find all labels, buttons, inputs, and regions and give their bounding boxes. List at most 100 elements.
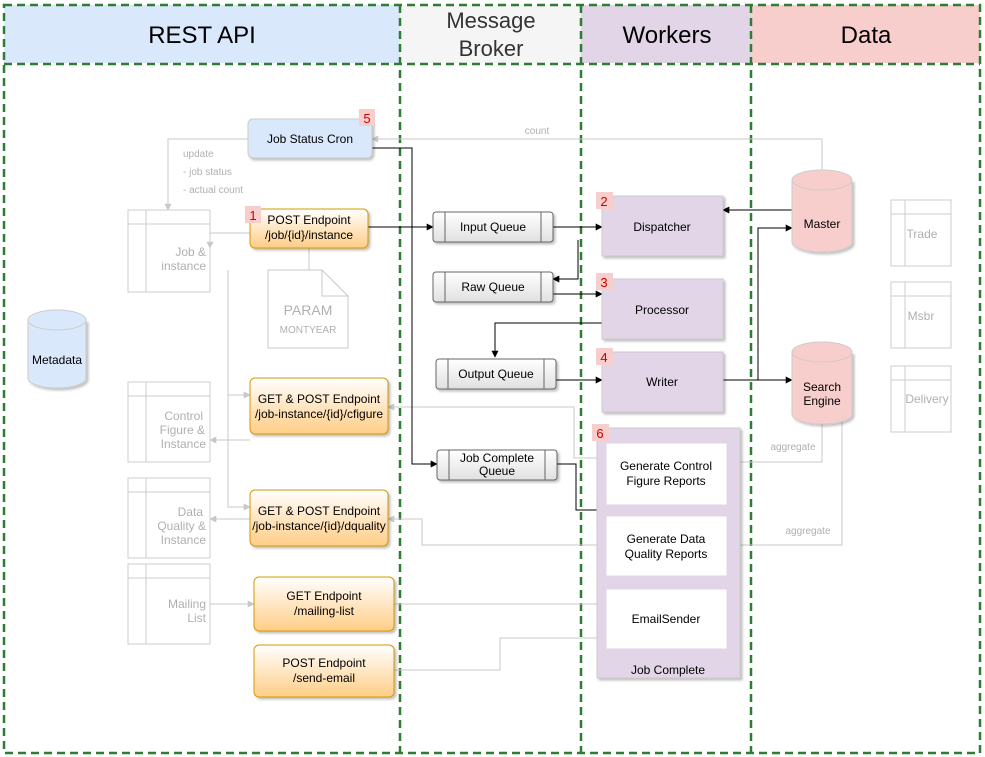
- email-line2: /send-email: [293, 671, 355, 685]
- post-email-endpoint[interactable]: POST Endpoint /send-email: [253, 644, 395, 698]
- mailing-line1: GET Endpoint: [286, 589, 362, 603]
- lane-borders: [2, 3, 982, 755]
- delivery-table: [890, 365, 952, 433]
- lane-header-data: [751, 5, 980, 63]
- param-subtitle: MONTYEAR: [280, 325, 337, 336]
- search-engine-line2: Engine: [803, 394, 841, 408]
- lane-title-data: Data: [841, 22, 892, 49]
- delivery-table-label: Delivery: [905, 392, 948, 406]
- job-status-cron[interactable]: Job Status Cron: [247, 118, 373, 159]
- lane-title-rest: REST API: [148, 22, 256, 49]
- job-complete-queue-line1: Job Complete: [460, 451, 534, 465]
- writer-worker[interactable]: Writer: [601, 351, 724, 413]
- update-note-line1: update: [183, 149, 214, 160]
- control-reports-line1: Generate Control: [620, 459, 712, 473]
- lane-header-broker: [400, 5, 581, 63]
- lane-header-workers: [581, 5, 751, 63]
- job-instance-table-line1: Job &: [175, 245, 206, 259]
- step-badge-5: 5: [359, 109, 375, 126]
- cfigure-line1: GET & POST Endpoint: [258, 392, 381, 406]
- control-figure-table-line2: Figure &: [160, 423, 205, 437]
- post-instance-line1: POST Endpoint: [267, 213, 351, 227]
- lane-title-broker-line1: Message: [446, 8, 535, 33]
- step-badge-1: 1: [245, 206, 261, 223]
- svg-text:6: 6: [596, 426, 603, 441]
- job-status-cron-label: Job Status Cron: [267, 132, 353, 146]
- raw-queue[interactable]: Raw Queue: [432, 271, 554, 303]
- output-queue[interactable]: Output Queue: [435, 358, 557, 390]
- flow-connectors: [368, 147, 793, 514]
- trade-table-label: Trade: [907, 227, 938, 241]
- search-engine-db[interactable]: Search Engine: [791, 341, 853, 425]
- msbr-table-label: Msbr: [908, 309, 935, 323]
- processor-worker[interactable]: Processor: [601, 278, 724, 340]
- data-quality-table-line2: Quality &: [157, 519, 206, 533]
- processor-label: Processor: [635, 303, 689, 317]
- edge-label-aggregate-1: aggregate: [770, 442, 815, 453]
- lane-title-workers: Workers: [623, 22, 712, 49]
- job-instance-table: [127, 209, 211, 293]
- master-db[interactable]: Master: [791, 169, 853, 253]
- dispatcher-label: Dispatcher: [633, 220, 690, 234]
- svg-text:4: 4: [600, 350, 607, 365]
- get-mailing-endpoint[interactable]: GET Endpoint /mailing-list: [253, 576, 395, 632]
- input-queue-label: Input Queue: [460, 220, 526, 234]
- output-queue-label: Output Queue: [458, 367, 534, 381]
- msbr-table: [890, 281, 952, 349]
- job-complete-label: Job Complete: [631, 663, 705, 677]
- dispatcher-worker[interactable]: Dispatcher: [601, 195, 724, 257]
- step-badge-3: 3: [596, 273, 613, 290]
- edge-label-aggregate-2: aggregate: [785, 526, 830, 537]
- step-badge-4: 4: [596, 348, 613, 365]
- post-instance-line2: /job/{id}/instance: [265, 228, 353, 242]
- svg-text:5: 5: [363, 111, 370, 126]
- master-label: Master: [804, 217, 841, 231]
- input-queue[interactable]: Input Queue: [432, 211, 554, 243]
- lane-header-rest: [4, 5, 400, 63]
- metadata-db: Metadata: [27, 309, 87, 389]
- control-figure-table-line3: Instance: [161, 437, 207, 451]
- mailing-list-table-line2: List: [187, 611, 206, 625]
- svg-text:2: 2: [600, 194, 607, 209]
- edge-label-count: count: [525, 126, 550, 137]
- quality-reports-line2: Quality Reports: [625, 547, 708, 561]
- quality-reports-task[interactable]: Generate Data Quality Reports: [605, 515, 728, 577]
- raw-queue-label: Raw Queue: [461, 280, 525, 294]
- control-reports-task[interactable]: Generate Control Figure Reports: [605, 442, 728, 506]
- param-title: PARAM: [284, 302, 333, 318]
- trade-table: [890, 199, 952, 267]
- email-line1: POST Endpoint: [282, 656, 366, 670]
- update-note-line2: - job status: [183, 167, 232, 178]
- lane-title-broker-line2: Broker: [459, 36, 524, 61]
- email-sender-label: EmailSender: [632, 612, 701, 626]
- job-complete-queue[interactable]: Job Complete Queue: [436, 449, 558, 481]
- step-badge-6: 6: [592, 424, 609, 441]
- param-document: PARAM MONTYEAR: [267, 269, 349, 349]
- control-reports-line2: Figure Reports: [626, 474, 705, 488]
- get-post-dquality-endpoint[interactable]: GET & POST Endpoint /job-instance/{id}/d…: [249, 489, 389, 547]
- post-instance-endpoint[interactable]: POST Endpoint /job/{id}/instance: [249, 208, 369, 249]
- email-sender-task[interactable]: EmailSender: [605, 588, 728, 650]
- writer-label: Writer: [646, 375, 678, 389]
- svg-text:3: 3: [600, 275, 607, 290]
- dquality-line1: GET & POST Endpoint: [258, 504, 381, 518]
- data-quality-table: [127, 477, 211, 559]
- dquality-line2: /job-instance/{id}/dquality: [252, 519, 385, 533]
- control-figure-table-line1: Control: [164, 409, 203, 423]
- search-engine-line1: Search: [803, 380, 841, 394]
- data-quality-table-line1: Data: [178, 505, 204, 519]
- quality-reports-line1: Generate Data: [627, 532, 706, 546]
- cfigure-line2: /job-instance/{id}/cfigure: [255, 407, 383, 421]
- job-instance-table-line2: instance: [161, 259, 206, 273]
- job-complete-queue-line2: Queue: [479, 464, 515, 478]
- mailing-list-table-line1: Mailing: [168, 597, 206, 611]
- data-quality-table-line3: Instance: [161, 533, 207, 547]
- mailing-line2: /mailing-list: [294, 604, 355, 618]
- mailing-list-table: [127, 563, 211, 645]
- step-badge-2: 2: [596, 192, 613, 209]
- control-figure-table: [127, 381, 211, 463]
- metadata-label: Metadata: [32, 353, 82, 367]
- get-post-cfigure-endpoint[interactable]: GET & POST Endpoint /job-instance/{id}/c…: [249, 377, 389, 435]
- update-note-line3: - actual count: [183, 185, 243, 196]
